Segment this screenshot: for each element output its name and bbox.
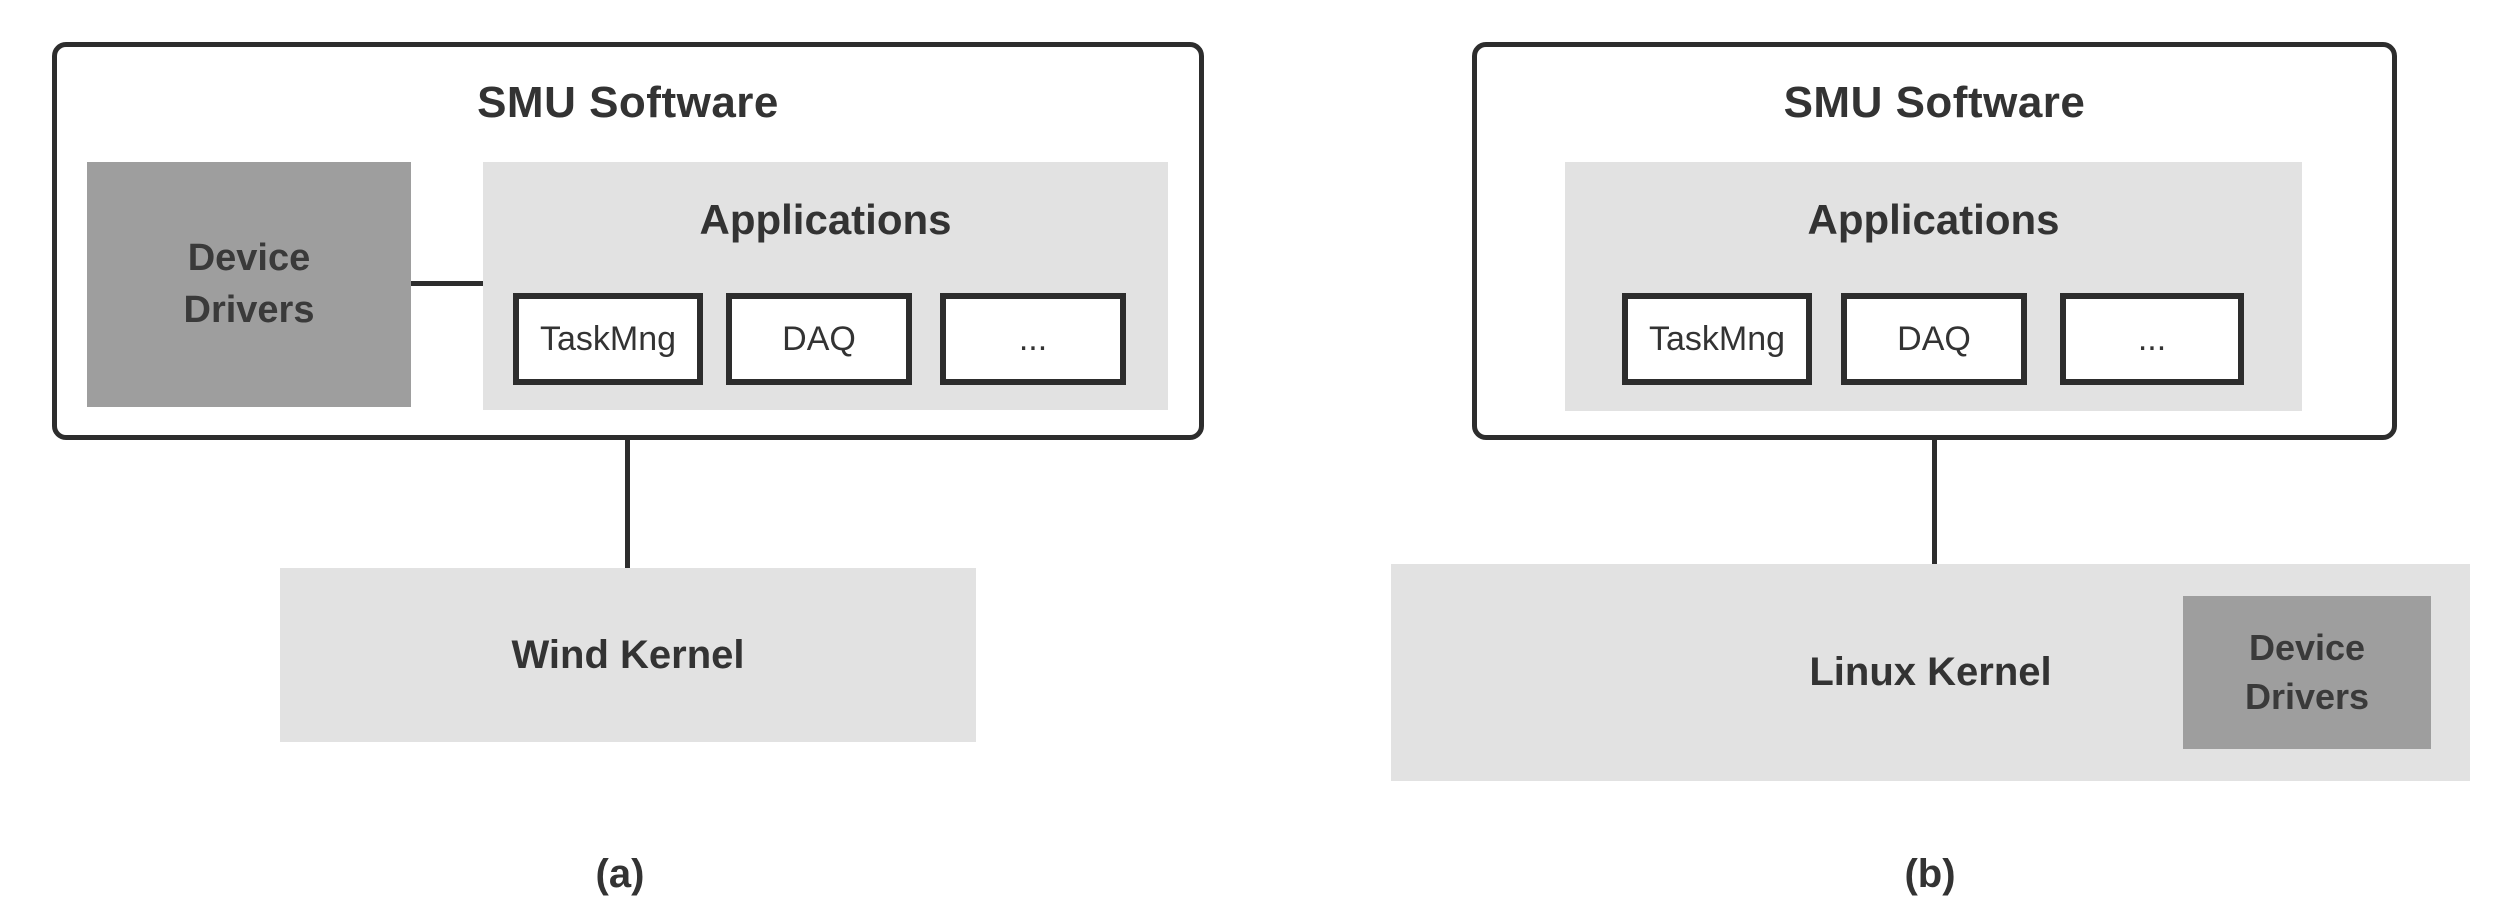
diagram-b-kernel-label: Linux Kernel [1809, 650, 2052, 694]
diagram-a-smu-kernel-connector [625, 440, 630, 568]
diagram-b-app-box-ellipsis: ... [2060, 293, 2244, 385]
diagram-a-kernel-box: Wind Kernel [280, 568, 976, 742]
diagram-b-app-box-daq-label: DAQ [1897, 319, 1971, 358]
diagram-b-app-box-daq: DAQ [1841, 293, 2027, 385]
diagram-a-app-box-taskmng-label: TaskMng [539, 319, 677, 358]
diagram-b-smu-kernel-connector [1932, 440, 1937, 564]
diagram-a-caption: (a) [595, 852, 645, 896]
diagram-a-app-box-daq-label: DAQ [782, 319, 856, 358]
diagram-b-app-box-taskmng-label: TaskMng [1648, 319, 1786, 358]
diagram-a-app-box-ellipsis: ... [940, 293, 1126, 385]
diagram-a-drivers-apps-connector [411, 281, 483, 286]
diagram-a-app-box-taskmng: TaskMng [513, 293, 703, 385]
diagram-a-applications-title: Applications [699, 196, 952, 243]
diagram-b-app-box-taskmng: TaskMng [1622, 293, 1812, 385]
diagram-b-device-drivers-label: Device Drivers [2244, 626, 2370, 717]
diagram-b-app-box-ellipsis-label: ... [2137, 319, 2167, 358]
diagram-b-caption: (b) [1904, 852, 1956, 896]
diagram-b-smu-title: SMU Software [1783, 78, 2086, 127]
diagram-a-device-drivers-label: Device Drivers [183, 237, 315, 331]
diagram-b-applications-title: Applications [1807, 196, 2060, 243]
diagram-b-device-drivers-box: Device Drivers [2183, 596, 2431, 749]
diagram-a-app-box-daq: DAQ [726, 293, 912, 385]
diagram-a-app-box-ellipsis-label: ... [1018, 319, 1048, 358]
diagram-a-smu-title: SMU Software [477, 78, 779, 127]
diagram-a-kernel-label: Wind Kernel [511, 632, 745, 677]
diagram-a-device-drivers-box: Device Drivers [87, 162, 411, 407]
